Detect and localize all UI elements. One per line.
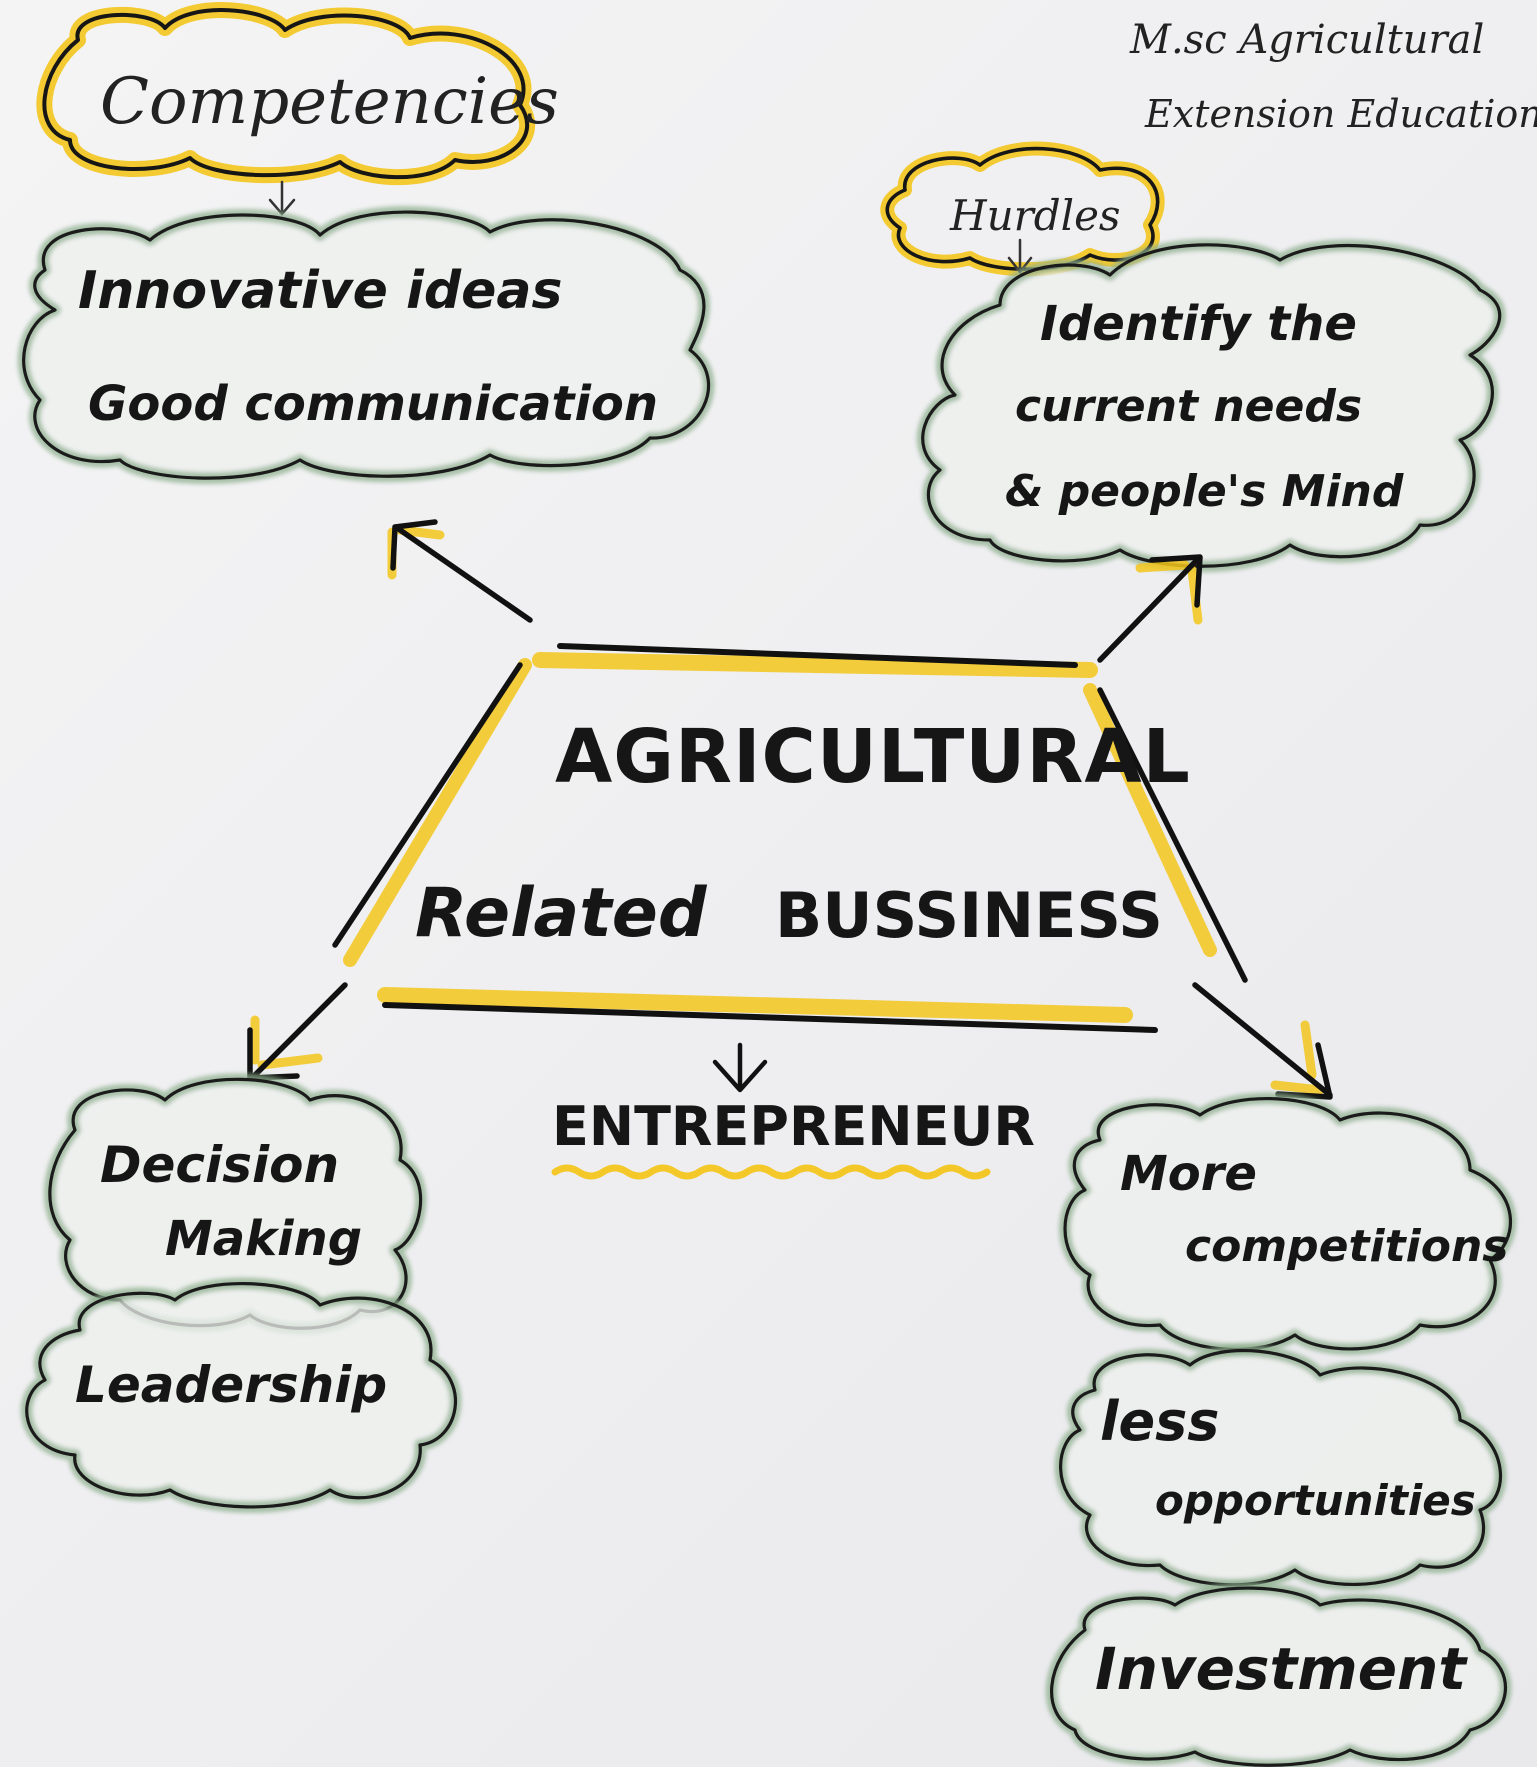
decision-line-1: Decision xyxy=(100,1136,340,1194)
hurdles-line-3: & people's Mind xyxy=(1005,466,1404,517)
opportunities-cloud xyxy=(1054,1344,1507,1591)
leadership-cloud xyxy=(20,1277,462,1513)
investment-cloud xyxy=(1045,1582,1512,1767)
competition-line-2: competitions xyxy=(1185,1221,1509,1272)
central-trapezoid xyxy=(332,643,1248,1033)
hurdles-line-2: current needs xyxy=(1015,381,1363,432)
central-title-line1: AGRICULTURAL xyxy=(555,714,1191,800)
course-title-line1: M.sc Agricultural xyxy=(1130,17,1485,63)
hurdles-cloud xyxy=(916,238,1506,573)
competency-item-1: Innovative ideas xyxy=(78,261,563,321)
competency-item-2: Good communication xyxy=(88,376,659,432)
central-title-related: Related xyxy=(415,874,707,953)
hurdles-heading: Hurdles xyxy=(950,191,1121,240)
entrepreneur-underline xyxy=(551,1164,991,1180)
arrow-to-decision xyxy=(247,982,348,1081)
competencies-down-arrow xyxy=(268,180,296,216)
competencies-heading: Competencies xyxy=(100,65,559,139)
competencies-cloud xyxy=(17,206,715,485)
competition-line-1: More xyxy=(1120,1146,1257,1202)
decision-cloud xyxy=(44,1073,427,1335)
arrow-to-competition xyxy=(1192,982,1333,1100)
leadership-label: Leadership xyxy=(75,1356,388,1414)
competition-cloud xyxy=(1059,1092,1517,1356)
arrow-to-competencies xyxy=(387,519,533,623)
decision-line-2: Making xyxy=(165,1211,363,1267)
opportunities-line-1: less xyxy=(1100,1390,1220,1453)
arrow-to-hurdles xyxy=(1097,554,1203,663)
hurdles-line-1: Identify the xyxy=(1040,296,1357,352)
central-title-business: BUSSINESS xyxy=(775,879,1163,952)
investment-label: Investment xyxy=(1095,1635,1467,1703)
opportunities-line-2: opportunities xyxy=(1155,1476,1476,1525)
entrepreneur-label: ENTREPRENEUR xyxy=(552,1095,1035,1158)
course-title-line2: Extension Education. xyxy=(1145,92,1537,136)
competencies-heading-cloud xyxy=(36,2,535,186)
arrow-to-entrepreneur xyxy=(712,1042,768,1093)
